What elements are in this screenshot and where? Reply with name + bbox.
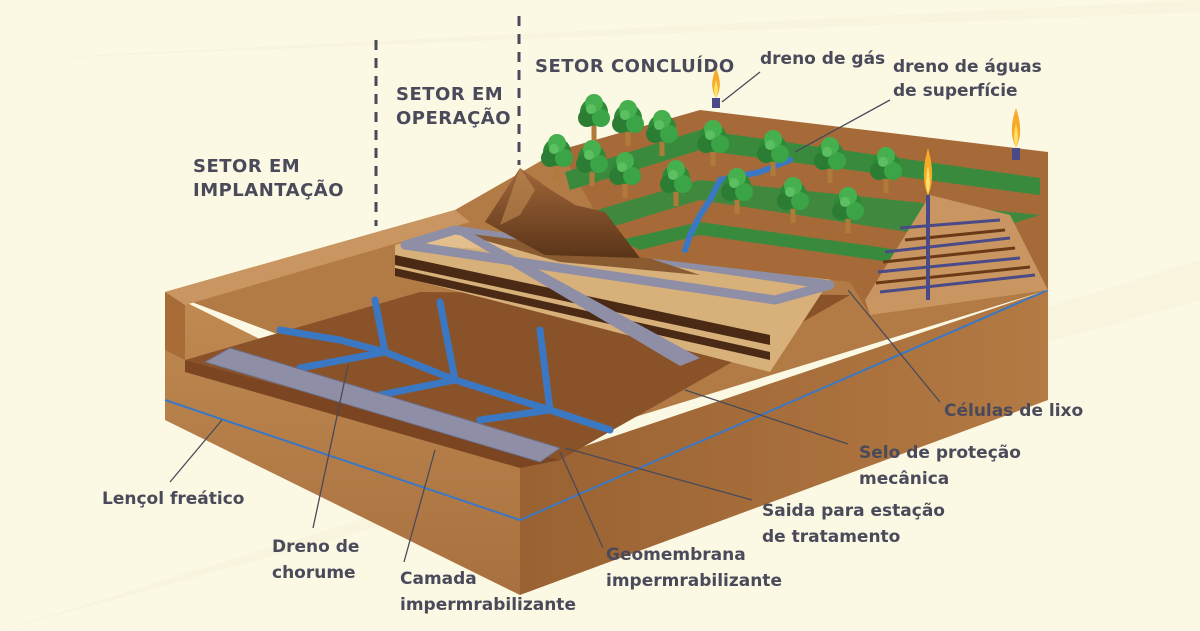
tree	[870, 147, 902, 193]
outlet-pipe	[203, 347, 562, 463]
tree	[832, 187, 864, 233]
tree	[721, 168, 753, 214]
label-selo-protecao: Selo de proteção mecânica	[859, 443, 1027, 489]
label-setor-concluido: SETOR CONCLUÍDO	[535, 55, 735, 77]
tree	[777, 177, 809, 223]
label-saida-tratamento: Saida para estação de tratamento	[762, 501, 951, 547]
trees	[541, 94, 902, 233]
tree	[578, 94, 610, 140]
gas-flame	[923, 148, 933, 195]
surface-water-channel	[682, 157, 793, 253]
tree	[660, 160, 692, 206]
gas-flame	[712, 68, 720, 108]
label-setor-implantacao: SETOR EM IMPLANTAÇÃO	[193, 156, 344, 201]
dirt-hill	[485, 168, 640, 258]
tree	[576, 140, 608, 186]
leader-lines	[169, 71, 941, 563]
gas-flame	[1011, 108, 1021, 160]
label-geomembrana: Geomembrana impermrabilizante	[606, 545, 782, 591]
tree	[697, 120, 729, 166]
tree	[757, 130, 789, 176]
pit-floor-front-edge	[185, 360, 560, 468]
leachate-drains	[276, 296, 614, 434]
tree	[814, 137, 846, 183]
label-lencol-freatico: Lençol freático	[102, 489, 244, 509]
label-dreno-gas: dreno de gás	[760, 49, 885, 69]
grass-strip	[565, 130, 1040, 195]
right-face	[520, 290, 1048, 595]
tree	[612, 100, 644, 146]
label-dreno-chorume: Dreno de chorume	[272, 537, 365, 583]
tree	[541, 134, 573, 180]
tree	[609, 152, 641, 198]
label-camada: Camada impermrabilizante	[400, 569, 576, 615]
label-setor-operacao: SETOR EM OPERAÇÃO	[396, 84, 511, 129]
label-dreno-aguas: dreno de águas de superfície	[893, 57, 1048, 101]
pit-wall-left	[165, 292, 185, 360]
label-celulas-lixo: Células de lixo	[944, 401, 1083, 421]
water-table-line	[164, 289, 1049, 522]
left-wall	[165, 210, 470, 305]
tree	[646, 110, 678, 156]
